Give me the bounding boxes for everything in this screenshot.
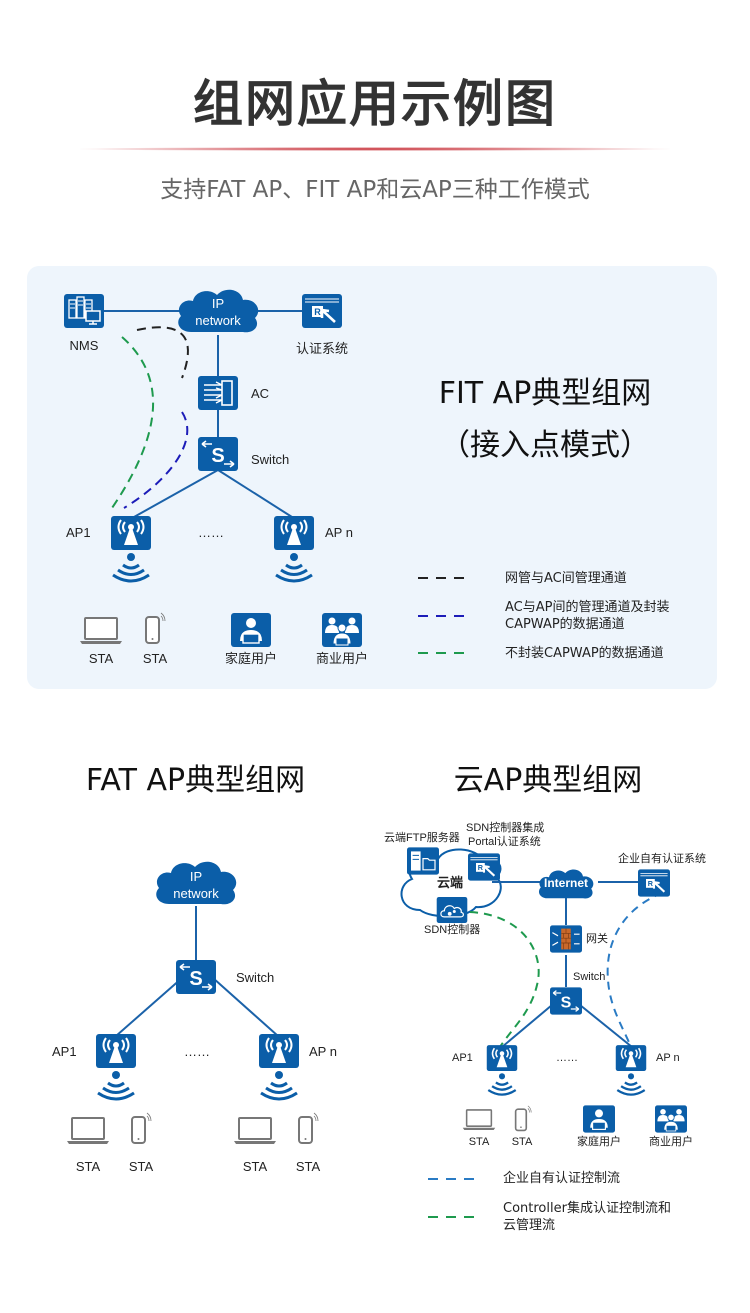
switch-label: Switch	[251, 452, 289, 467]
ac-controller-icon	[198, 376, 238, 410]
cloud-end-label: 云端	[437, 875, 463, 890]
ellipsis: ……	[198, 525, 224, 540]
phone-icon	[297, 1112, 319, 1145]
business-user-icon	[322, 613, 362, 647]
phone-icon	[514, 1105, 532, 1132]
cloud-label-2: network	[173, 886, 219, 901]
sta-label: STA	[469, 1136, 490, 1148]
switch-label: Switch	[573, 971, 605, 983]
ellipsis: ……	[184, 1044, 210, 1059]
link-switch-apn	[217, 469, 293, 518]
laptop-icon	[66, 1117, 110, 1145]
sta-label: STA	[296, 1159, 321, 1174]
cloud-legend-lines	[428, 1178, 482, 1218]
laptop-icon	[79, 617, 123, 645]
phone-icon	[144, 612, 166, 645]
switch-icon	[176, 960, 216, 994]
ftp-label: 云端FTP服务器	[384, 831, 460, 844]
ap1-label: AP1	[52, 1044, 77, 1059]
ap1-icon	[110, 515, 152, 583]
ap1-label: AP1	[66, 525, 91, 540]
path-nms-ac	[136, 326, 189, 379]
laptop-icon	[233, 1117, 277, 1145]
switch-icon	[198, 437, 238, 471]
ac-label: AC	[251, 386, 269, 401]
home-user-label: 家庭用户	[225, 651, 277, 666]
enterprise-auth-label: 企业自有认证系统	[618, 851, 706, 865]
legend-label-mgmt: 网管与AC间管理通道	[505, 571, 627, 586]
ap1-label: AP1	[452, 1052, 473, 1064]
business-user-icon	[655, 1105, 687, 1133]
portal-auth-icon	[468, 853, 500, 881]
sdn-controller-icon	[436, 897, 468, 923]
auth-label: 认证系统	[296, 341, 348, 356]
portal-label-1: SDN控制器集成	[466, 820, 544, 834]
apn-label: AP n	[325, 525, 353, 540]
home-user-label: 家庭用户	[577, 1134, 621, 1148]
fit-panel-subtitle: （接入点模式）	[440, 428, 650, 463]
nms-server-icon	[64, 294, 104, 328]
legend-label-capwap-line1: AC与AP间的管理通道及封装	[505, 600, 670, 615]
cloud-panel-title: 云AP典型组网	[453, 763, 643, 798]
ellipsis: ……	[556, 1052, 578, 1064]
fit-panel-title: FIT AP典型组网	[438, 376, 652, 411]
fit-legend-lines	[418, 577, 470, 654]
gateway-label: 网关	[586, 931, 608, 945]
ap1-icon	[95, 1033, 137, 1101]
apn-label: AP n	[309, 1044, 337, 1059]
fit-links	[104, 310, 302, 518]
enterprise-auth-icon	[638, 869, 670, 897]
switch-icon	[550, 987, 582, 1015]
portal-label-2: Portal认证系统	[468, 835, 541, 848]
sdn-label: SDN控制器	[424, 922, 480, 936]
path-ac-ap	[123, 411, 189, 509]
sta-label: STA	[129, 1159, 154, 1174]
path-data	[111, 336, 155, 509]
link-switch-ap1	[133, 469, 219, 518]
ftp-server-icon	[407, 847, 439, 875]
apn-icon	[273, 515, 315, 583]
page-subtitle: 支持FAT AP、FIT AP和云AP三种工作模式	[160, 177, 590, 203]
cloud-dashed-paths	[469, 892, 663, 1051]
apn-label: AP n	[656, 1052, 680, 1064]
sta-label: STA	[143, 651, 168, 666]
phone-icon	[130, 1112, 152, 1145]
legend-label-data: 不封装CAPWAP的数据通道	[505, 646, 664, 661]
fat-links	[115, 906, 279, 1037]
sta-label: STA	[89, 651, 114, 666]
legend-label-enterprise: 企业自有认证控制流	[503, 1171, 621, 1186]
home-user-icon	[583, 1105, 615, 1133]
internet-label: Internet	[544, 876, 588, 890]
cloud-ap-diagram: 云端FTP服务器 SDN控制器集成 Portal认证系统 云端 SDN控制器 I…	[384, 820, 706, 1148]
cloud-label-1: IP	[190, 869, 202, 884]
legend-label-controller-line2: 云管理流	[503, 1218, 556, 1233]
cloud-links	[492, 881, 638, 1048]
fit-dashed-paths	[111, 326, 189, 509]
home-user-icon	[231, 613, 271, 647]
fat-panel-title: FAT AP典型组网	[85, 763, 306, 798]
cloud-label-2: network	[195, 313, 241, 328]
gateway-icon	[550, 925, 582, 953]
apn-icon	[258, 1033, 300, 1101]
sta-label: STA	[76, 1159, 101, 1174]
business-user-label: 商业用户	[316, 651, 368, 666]
title-divider	[80, 147, 670, 151]
apn-icon	[615, 1044, 647, 1096]
auth-system-icon	[302, 294, 342, 328]
switch-label: Switch	[236, 970, 274, 985]
sta-label: STA	[512, 1136, 533, 1148]
fit-ap-panel	[27, 266, 717, 689]
sta-label: STA	[243, 1159, 268, 1174]
legend-label-capwap-line2: CAPWAP的数据通道	[505, 617, 625, 632]
laptop-icon	[462, 1109, 496, 1131]
business-user-label: 商业用户	[649, 1134, 693, 1148]
page-title: 组网应用示例图	[193, 75, 557, 133]
nms-label: NMS	[70, 338, 99, 353]
cloud-label-1: IP	[212, 296, 224, 311]
legend-label-controller-line1: Controller集成认证控制流和	[503, 1201, 671, 1216]
ap1-icon	[486, 1044, 518, 1096]
